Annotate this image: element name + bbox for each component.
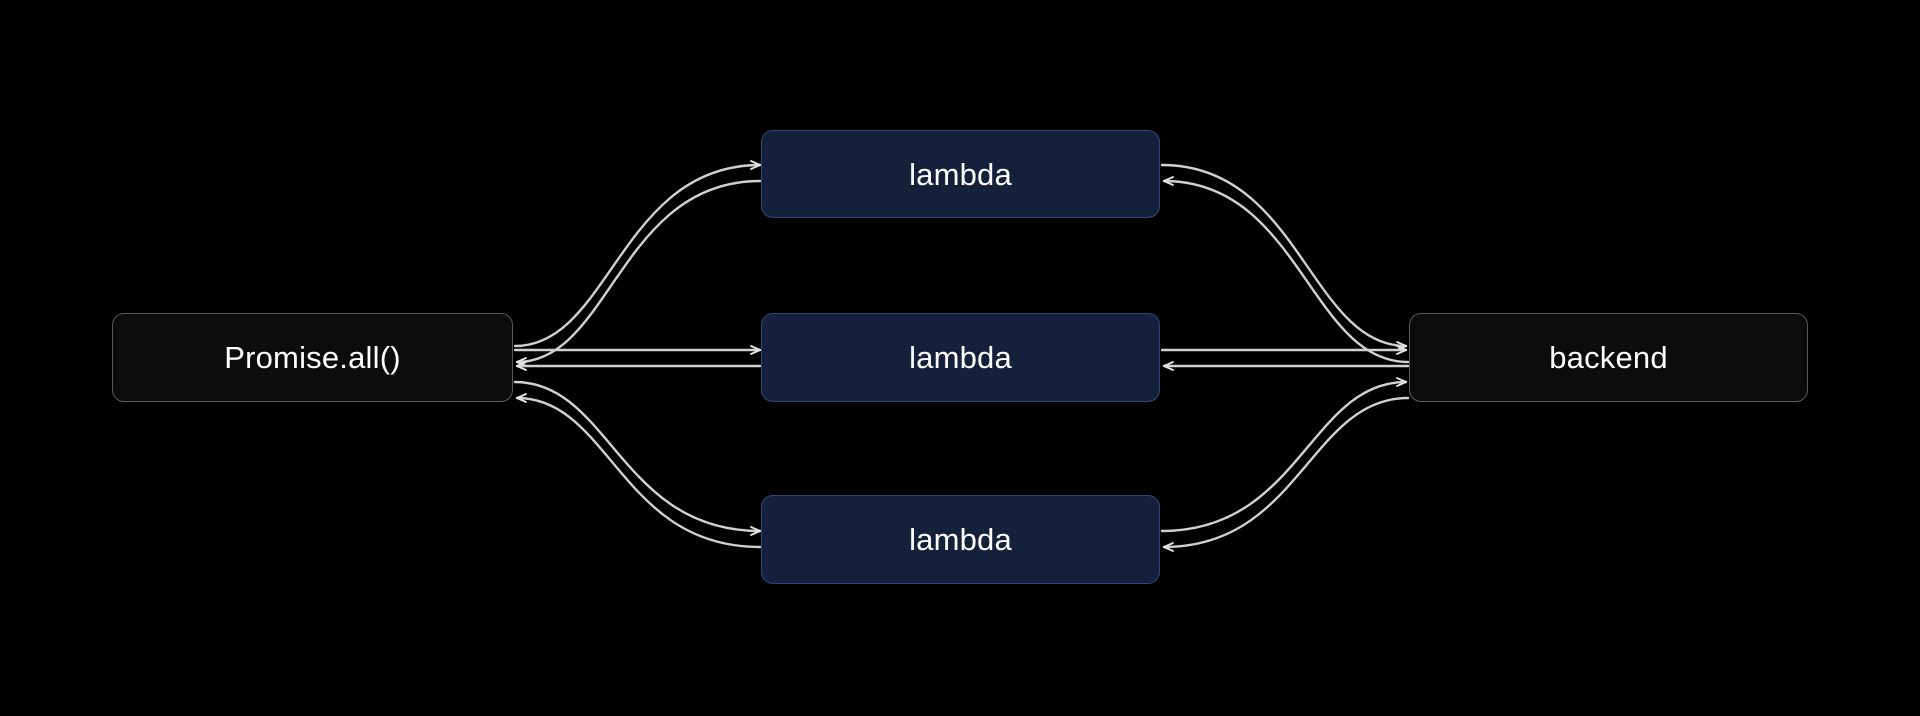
node-lambda-top[interactable]: lambda — [761, 130, 1160, 218]
edge-e1 — [513, 160, 762, 348]
node-lambda-bottom[interactable]: lambda — [761, 495, 1160, 584]
edge-e7 — [1160, 163, 1408, 351]
node-lambda-middle[interactable]: lambda — [761, 313, 1160, 402]
node-promise-all-label: Promise.all() — [224, 340, 401, 375]
node-lambda-bottom-label: lambda — [909, 522, 1012, 557]
edge-e8 — [1162, 176, 1410, 364]
node-promise-all[interactable]: Promise.all() — [112, 313, 513, 402]
node-lambda-top-label: lambda — [909, 156, 1012, 192]
edge-e6 — [515, 393, 762, 549]
node-backend[interactable]: backend — [1409, 313, 1808, 402]
edge-e2 — [515, 179, 762, 367]
node-lambda-middle-label: lambda — [909, 340, 1012, 375]
edge-e11 — [1160, 377, 1408, 533]
node-backend-label: backend — [1549, 340, 1668, 375]
edge-e5 — [513, 380, 762, 536]
edge-e12 — [1162, 396, 1410, 552]
